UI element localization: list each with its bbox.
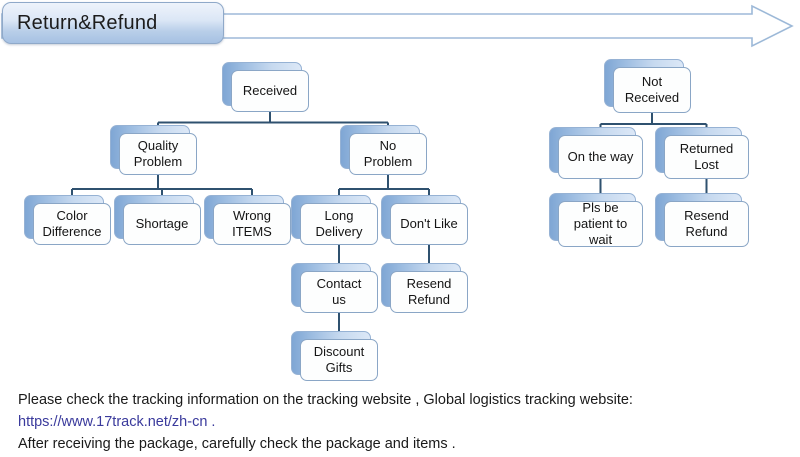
node-returnedlost[interactable]: Returned Lost <box>655 127 749 179</box>
node-face: Long Delivery <box>300 203 378 245</box>
node-quality[interactable]: Quality Problem <box>110 125 197 175</box>
note-line-3: After receiving the package, carefully c… <box>18 436 456 452</box>
node-label: Returned Lost <box>679 141 734 172</box>
node-discount[interactable]: Discount Gifts <box>291 331 378 381</box>
node-dontlike[interactable]: Don't Like <box>381 195 468 245</box>
node-resendrefund2[interactable]: Resend Refund <box>655 193 749 247</box>
node-face: Wrong ITEMS <box>213 203 291 245</box>
node-label: Resend Refund <box>406 276 452 307</box>
node-label: On the way <box>567 149 634 164</box>
banner: Return&Refund <box>0 0 800 52</box>
node-label: Color Difference <box>42 208 102 239</box>
node-face: Discount Gifts <box>300 339 378 381</box>
node-shortage[interactable]: Shortage <box>114 195 201 245</box>
node-noproblem[interactable]: No Problem <box>340 125 427 175</box>
tracking-website-link[interactable]: https://www.17track.net/zh-cn . <box>18 414 216 430</box>
node-label: Discount Gifts <box>313 344 365 375</box>
node-color[interactable]: Color Difference <box>24 195 111 245</box>
node-label: Quality Problem <box>133 138 183 169</box>
node-label: Resend Refund <box>684 208 729 239</box>
node-face: Received <box>231 70 309 112</box>
node-label: Pls be patient to wait <box>573 200 628 247</box>
node-label: Long Delivery <box>315 208 363 239</box>
node-face: Don't Like <box>390 203 468 245</box>
node-label: Not Received <box>624 74 680 105</box>
node-label: Received <box>242 83 298 98</box>
node-face: Resend Refund <box>390 271 468 313</box>
node-face: Shortage <box>123 203 201 245</box>
footer-notes: Please check the tracking information on… <box>18 389 788 455</box>
node-label: No Problem <box>363 138 413 169</box>
node-face: Color Difference <box>33 203 111 245</box>
node-plsbepatient[interactable]: Pls be patient to wait <box>549 193 643 247</box>
node-label: Don't Like <box>400 216 458 231</box>
node-wrongitems[interactable]: Wrong ITEMS <box>204 195 291 245</box>
banner-title-box: Return&Refund <box>2 2 224 44</box>
node-label: Shortage <box>135 216 189 231</box>
node-ontheway[interactable]: On the way <box>549 127 643 179</box>
node-face: Resend Refund <box>664 201 749 247</box>
node-face: Returned Lost <box>664 135 749 179</box>
page-title: Return&Refund <box>17 11 158 34</box>
node-resendrefund1[interactable]: Resend Refund <box>381 263 468 313</box>
node-contactus[interactable]: Contact us <box>291 263 378 313</box>
node-received[interactable]: Received <box>222 62 309 112</box>
node-longdelivery[interactable]: Long Delivery <box>291 195 378 245</box>
node-face: On the way <box>558 135 643 179</box>
node-face: Contact us <box>300 271 378 313</box>
node-face: Quality Problem <box>119 133 197 175</box>
node-face: No Problem <box>349 133 427 175</box>
node-label: Wrong ITEMS <box>232 208 272 239</box>
node-face: Pls be patient to wait <box>558 200 643 247</box>
node-label: Contact us <box>316 276 362 307</box>
node-face: Not Received <box>613 67 691 113</box>
node-notreceived[interactable]: Not Received <box>604 59 691 113</box>
note-line-1: Please check the tracking information on… <box>18 392 633 408</box>
